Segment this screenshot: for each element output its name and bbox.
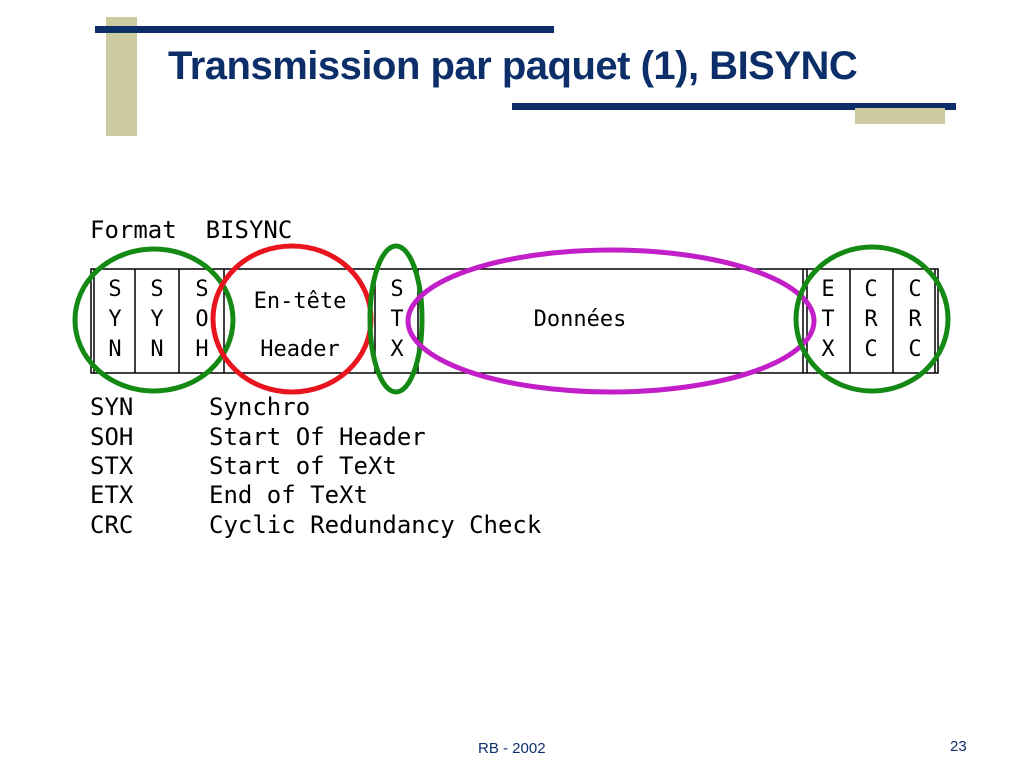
frame-box bbox=[90, 268, 939, 374]
crc1-letter: C bbox=[864, 337, 877, 362]
syn1-letter: S bbox=[108, 277, 121, 302]
legend-abbr: SOH bbox=[90, 423, 133, 451]
legend-abbr: ETX bbox=[90, 481, 134, 509]
diagram-heading: Format BISYNC bbox=[90, 216, 292, 244]
legend-meaning: Cyclic Redundancy Check bbox=[209, 511, 542, 539]
sync-fields-circle bbox=[72, 246, 236, 394]
decorative-square bbox=[855, 108, 945, 124]
syn1-letter: Y bbox=[108, 307, 121, 332]
stx-letter: S bbox=[390, 277, 403, 302]
decorative-bottom-line bbox=[512, 103, 956, 110]
syn2-letter: Y bbox=[150, 307, 163, 332]
crc1-letter: C bbox=[864, 277, 877, 302]
syn2-letter: S bbox=[150, 277, 163, 302]
soh-letter: H bbox=[195, 337, 208, 362]
data-label: Données bbox=[534, 307, 627, 332]
soh-letter: O bbox=[195, 307, 208, 332]
syn1-letter: N bbox=[108, 337, 121, 362]
crc1-letter: R bbox=[864, 307, 878, 332]
decorative-top-line bbox=[95, 26, 554, 33]
header-field-circle bbox=[210, 243, 374, 395]
legend-abbr: STX bbox=[90, 452, 134, 480]
legend-abbr: CRC bbox=[90, 511, 133, 539]
legend-meaning: Start Of Header bbox=[209, 423, 426, 451]
decorative-vertical-bar bbox=[106, 17, 137, 136]
header-label-fr: En-tête bbox=[254, 289, 347, 314]
syn2-letter: N bbox=[150, 337, 163, 362]
legend-meaning: Start of TeXt bbox=[209, 452, 397, 480]
end-fields-circle bbox=[793, 244, 951, 394]
crc2-letter: R bbox=[908, 307, 922, 332]
crc2-letter: C bbox=[908, 337, 921, 362]
soh-letter: S bbox=[195, 277, 208, 302]
stx-letter: X bbox=[390, 337, 404, 362]
legend-meaning: End of TeXt bbox=[209, 481, 368, 509]
stx-field-circle bbox=[367, 243, 425, 395]
footer-author: RB - 2002 bbox=[478, 740, 546, 757]
page-number: 23 bbox=[950, 738, 967, 755]
etx-letter: X bbox=[821, 337, 835, 362]
header-label-en: Header bbox=[260, 337, 339, 362]
etx-letter: E bbox=[821, 277, 834, 302]
etx-letter: T bbox=[821, 307, 834, 332]
legend-abbr: SYN bbox=[90, 393, 133, 421]
stx-letter: T bbox=[390, 307, 403, 332]
crc2-letter: C bbox=[908, 277, 921, 302]
slide-title: Transmission par paquet (1), BISYNC bbox=[168, 44, 858, 88]
data-field-circle bbox=[405, 247, 817, 395]
legend-meaning: Synchro bbox=[209, 393, 310, 421]
